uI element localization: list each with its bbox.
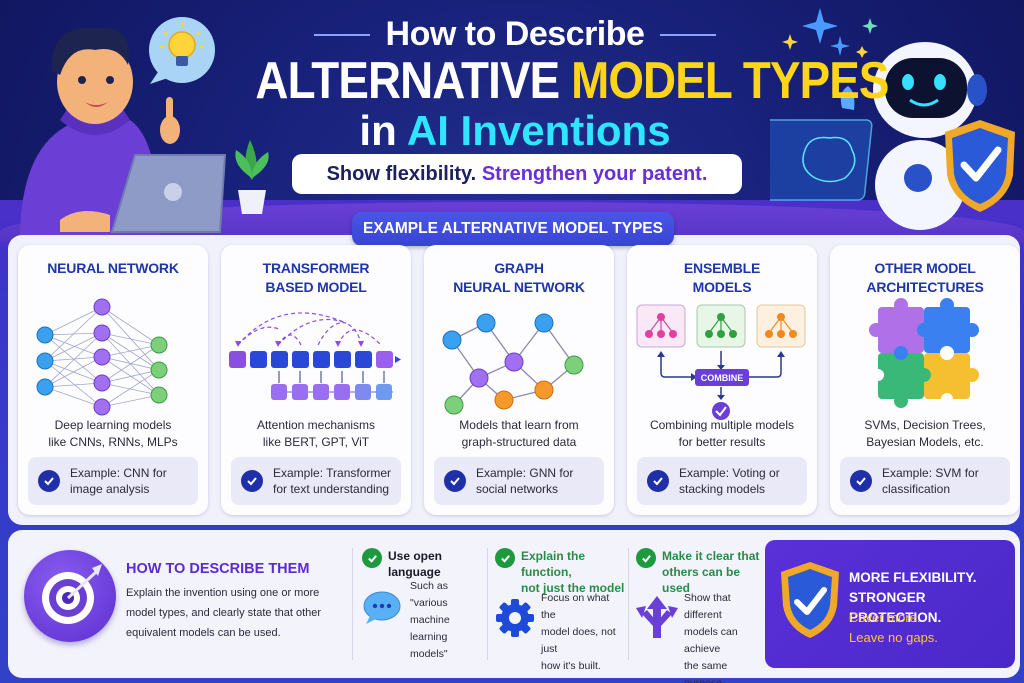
divider — [352, 548, 353, 660]
neural-network-diagram-icon — [36, 298, 168, 416]
gear-icon — [496, 599, 534, 637]
card-description: Combining multiple models for better res… — [649, 418, 795, 449]
check-icon — [444, 470, 466, 492]
page-title: How to Describe ALTERNATIVE MODEL TYPES … — [220, 14, 889, 154]
promo-box: MORE FLEXIBILITY. STRONGER PROTECTION. C… — [765, 540, 1015, 668]
tip-open-language: Use open language Such as "various machi… — [362, 548, 482, 668]
attention-diagram-icon — [229, 312, 401, 400]
potted-plant-icon — [235, 140, 269, 214]
shield-check-icon — [945, 120, 1015, 212]
card-description: Deep learning models like CNNs, RNNs, ML… — [48, 418, 178, 449]
shield-check-icon — [781, 562, 839, 638]
green-check-icon — [362, 548, 382, 568]
green-check-icon — [495, 548, 515, 568]
sparkle-icons — [782, 8, 878, 58]
promo-headline: MORE FLEXIBILITY. STRONGER PROTECTION. — [849, 570, 977, 625]
check-icon — [241, 470, 263, 492]
card-description: Attention mechanisms like BERT, GPT, ViT — [256, 418, 376, 449]
check-icon — [38, 470, 60, 492]
how-to-describe-title: HOW TO DESCRIBE THEM — [126, 561, 310, 577]
speech-bubble-icon — [363, 591, 401, 624]
card-title: NEURAL NETWORK — [47, 260, 179, 276]
title-line-2: ALTERNATIVE MODEL TYPES — [255, 52, 889, 110]
split-arrows-icon — [636, 596, 678, 638]
promo-tagline: Cover more. Leave no gaps. — [849, 610, 938, 645]
puzzle-icon — [869, 298, 979, 408]
how-to-describe-text: Explain the invention using one or more … — [126, 587, 322, 639]
ensemble-diagram-icon: COMBINE — [636, 304, 806, 420]
section-badge: EXAMPLE ALTERNATIVE MODEL TYPES — [352, 212, 674, 246]
graph-diagram-icon — [442, 313, 584, 415]
card-description: Models that learn from graph-structured … — [459, 418, 579, 449]
title-line-1: How to Describe — [313, 15, 717, 53]
title-line-3: in AI Inventions — [359, 107, 671, 154]
robot-illustration — [770, 8, 1015, 230]
divider — [628, 548, 629, 660]
person-with-laptop-illustration — [20, 17, 269, 240]
check-icon — [647, 470, 669, 492]
check-icon — [850, 470, 872, 492]
divider — [487, 548, 488, 660]
green-check-icon — [636, 548, 656, 568]
lightbulb-speech-bubble-icon — [149, 17, 215, 84]
card-description: SVMs, Decision Trees, Bayesian Models, e… — [864, 418, 986, 449]
card-neural-network: NEURAL NETWORK Deep learning models like… — [18, 245, 208, 515]
combine-label: COMBINE — [701, 373, 744, 383]
target-icon — [24, 550, 116, 642]
model-type-cards: NEURAL NETWORK Deep learning models like… — [18, 245, 1020, 515]
tip-explain-function: Explain the function,not just the model … — [495, 548, 625, 672]
subtitle-banner: Show flexibility. Strengthen your patent… — [292, 154, 742, 194]
